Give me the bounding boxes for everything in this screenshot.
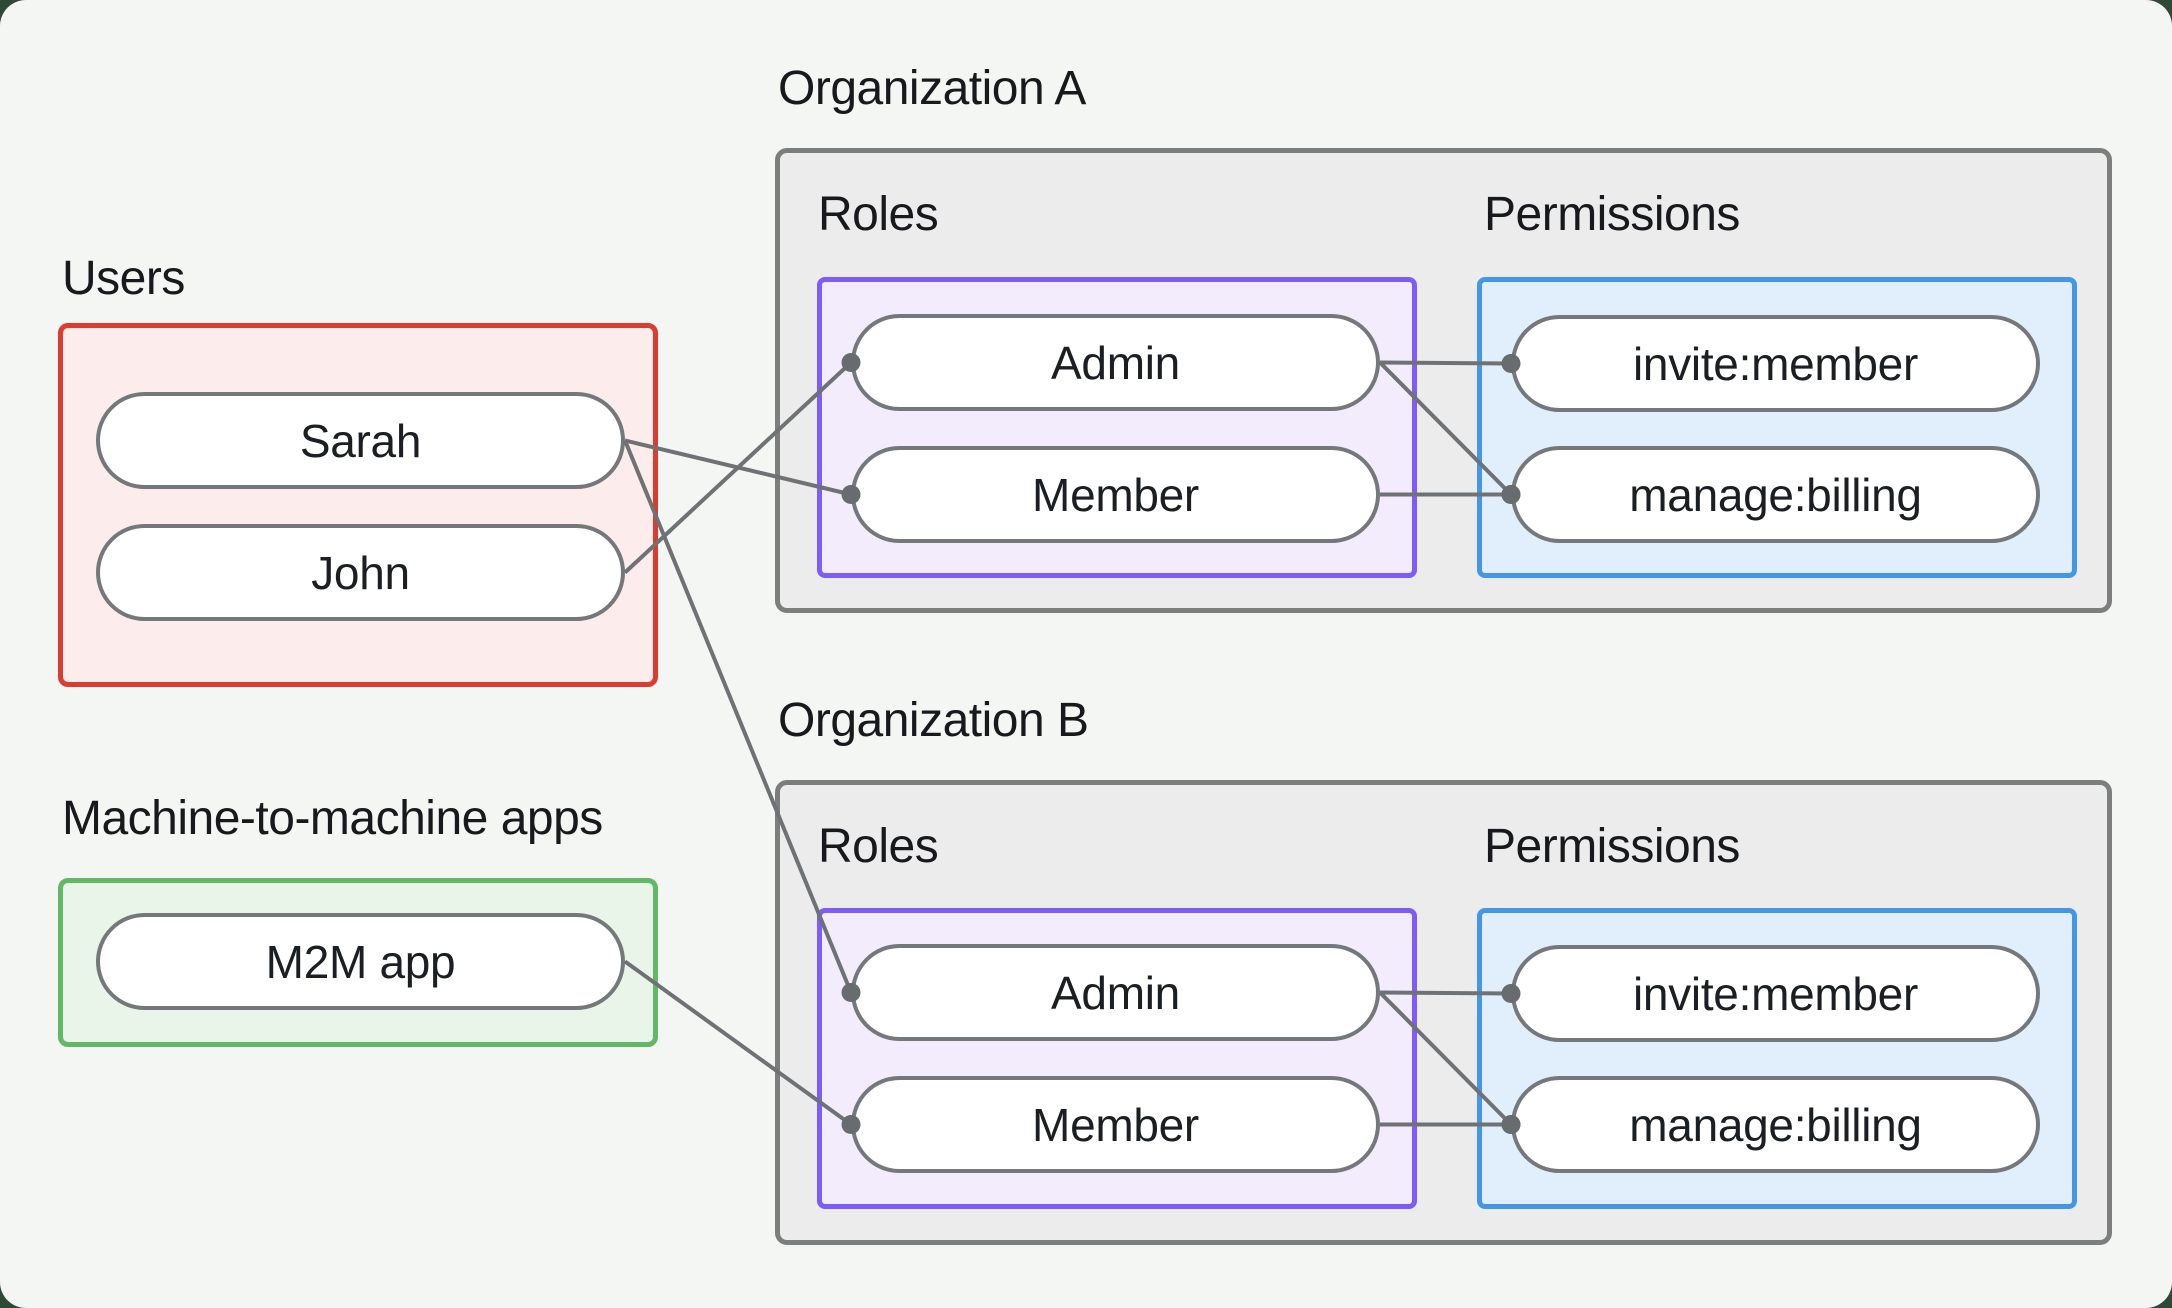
- m2m-section-label: Machine-to-machine apps: [62, 792, 603, 845]
- org-b-roles-label: Roles: [818, 820, 939, 873]
- users-section-label: Users: [62, 252, 185, 305]
- user-node-john: John: [96, 524, 625, 621]
- org-b-permission-node-invite-member: invite:member: [1511, 945, 2040, 1042]
- org-a-permission-node-manage-billing: manage:billing: [1511, 446, 2040, 543]
- org-a-roles-label: Roles: [818, 188, 939, 241]
- org-b-permission-node-manage-billing: manage:billing: [1511, 1076, 2040, 1173]
- org-b-role-node-member: Member: [851, 1076, 1380, 1173]
- org-a-role-node-admin: Admin: [851, 314, 1380, 411]
- org-a-role-node-member: Member: [851, 446, 1380, 543]
- user-node-sarah: Sarah: [96, 392, 625, 489]
- users-group-box: [58, 323, 658, 687]
- m2m-node: M2M app: [96, 913, 625, 1010]
- org-a-title: Organization A: [778, 62, 1086, 115]
- org-b-permissions-label: Permissions: [1484, 820, 1740, 873]
- org-b-title: Organization B: [778, 694, 1089, 747]
- org-a-permissions-label: Permissions: [1484, 188, 1740, 241]
- org-a-permission-node-invite-member: invite:member: [1511, 315, 2040, 412]
- org-b-role-node-admin: Admin: [851, 944, 1380, 1041]
